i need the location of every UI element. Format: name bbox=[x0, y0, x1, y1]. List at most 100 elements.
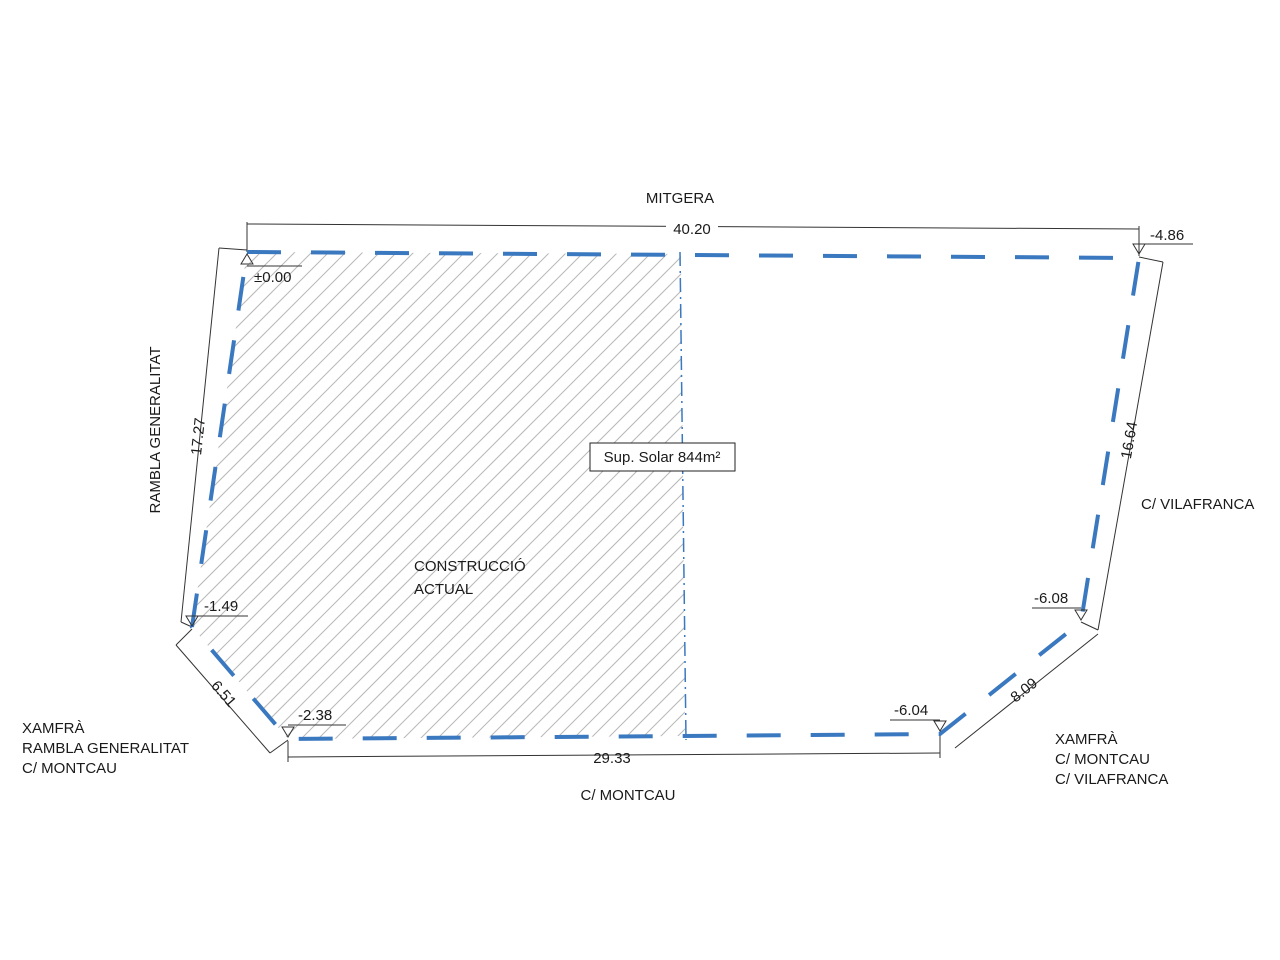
hatch-line bbox=[192, 252, 586, 739]
construction-label-line1: CONSTRUCCIÓ bbox=[414, 558, 526, 575]
hatch-line bbox=[192, 252, 620, 739]
hatch-line bbox=[602, 252, 685, 739]
hatch-line bbox=[398, 252, 685, 739]
hatch-line bbox=[192, 252, 212, 739]
hatch-line bbox=[739, 200, 1280, 760]
level-marker-triangle bbox=[933, 720, 947, 732]
hatch-line bbox=[347, 252, 685, 739]
hatch-line bbox=[211, 252, 685, 739]
dimension-chamfer-right: 8.09 bbox=[1007, 675, 1040, 706]
hatch-line bbox=[500, 252, 685, 739]
hatch-line bbox=[364, 252, 685, 739]
hatch-line bbox=[1164, 200, 1280, 760]
hatch-line bbox=[756, 200, 1280, 760]
hatch-line bbox=[192, 252, 450, 739]
hatch-line bbox=[0, 200, 160, 760]
hatch-line bbox=[192, 252, 637, 739]
hatch-line bbox=[483, 252, 685, 739]
hatch-line bbox=[192, 252, 654, 739]
hatch-line bbox=[192, 252, 416, 739]
dimension-line-chamfer-left bbox=[175, 644, 271, 754]
hatch-line bbox=[1232, 200, 1280, 760]
hatch-line bbox=[517, 252, 685, 739]
hatch-line bbox=[824, 200, 1280, 760]
hatch-line bbox=[192, 252, 433, 739]
hatch-line bbox=[875, 200, 1280, 760]
hatch-line bbox=[192, 252, 195, 739]
hatch-line bbox=[1028, 200, 1280, 760]
level-left-low: -1.49 bbox=[204, 598, 238, 615]
extension-line bbox=[1080, 621, 1099, 631]
level-marker-triangle bbox=[281, 726, 295, 738]
hatch-line bbox=[432, 252, 685, 739]
hatch-line bbox=[192, 252, 229, 739]
hatch-line bbox=[279, 252, 685, 739]
level-bottom-left: -2.38 bbox=[298, 707, 332, 724]
hatch-line bbox=[909, 200, 1280, 760]
hatch-line bbox=[192, 252, 399, 739]
hatch-line bbox=[192, 252, 685, 739]
hatch-line bbox=[960, 200, 1280, 760]
hatch-line bbox=[585, 252, 685, 739]
dimension-top: 40.20 bbox=[673, 221, 711, 238]
hatch-line bbox=[262, 252, 685, 739]
extension-line bbox=[269, 739, 289, 754]
hatch-line bbox=[653, 252, 685, 739]
dimension-chamfer-left: 6.51 bbox=[207, 677, 239, 710]
street-label-bottom: C/ MONTCAU bbox=[581, 787, 676, 804]
hatch-line bbox=[1266, 200, 1280, 760]
hatch-line bbox=[636, 252, 685, 739]
level-top-right: -4.86 bbox=[1150, 227, 1184, 244]
hatch-line bbox=[192, 252, 467, 739]
dimension-right: 16.64 bbox=[1118, 420, 1141, 460]
existing-construction-hatch bbox=[0, 200, 1280, 760]
construction-label-line2: ACTUAL bbox=[414, 581, 473, 598]
hatch-line bbox=[192, 252, 671, 739]
hatch-line bbox=[994, 200, 1280, 760]
hatch-line bbox=[892, 200, 1280, 760]
dimension-left: 17.27 bbox=[188, 417, 209, 456]
hatch-line bbox=[192, 252, 263, 739]
level-markers bbox=[185, 243, 1193, 738]
hatch-line bbox=[1147, 200, 1280, 760]
hatch-line bbox=[943, 200, 1280, 760]
construction-axis-line bbox=[679, 251, 687, 741]
level-right-low: -6.08 bbox=[1034, 590, 1068, 607]
hatch-line bbox=[192, 252, 518, 739]
hatch-line bbox=[466, 252, 685, 739]
hatch-line bbox=[1113, 200, 1280, 760]
hatch-line bbox=[1096, 200, 1280, 760]
level-marker-triangle bbox=[240, 253, 254, 265]
hatch-line bbox=[245, 252, 685, 739]
hatch-line bbox=[551, 252, 685, 739]
hatch-line bbox=[194, 252, 685, 739]
hatch-line bbox=[330, 252, 685, 739]
hatch-line bbox=[192, 252, 569, 739]
level-marker-triangle bbox=[1074, 609, 1088, 621]
corner-label-left-line2: RAMBLA GENERALITAT bbox=[22, 740, 189, 757]
hatch-line bbox=[858, 200, 1280, 760]
hatch-line bbox=[534, 252, 685, 739]
street-label-right: C/ VILAFRANCA bbox=[1141, 496, 1254, 513]
hatch-line bbox=[192, 252, 246, 739]
dimension-text-bg bbox=[666, 219, 718, 235]
level-top-left: ±0.00 bbox=[254, 269, 291, 286]
hatch-line bbox=[192, 252, 685, 739]
hatch-line bbox=[192, 252, 685, 739]
hatch-line bbox=[773, 200, 1280, 760]
hatch-line bbox=[1181, 200, 1280, 760]
hatch-line bbox=[1198, 200, 1280, 760]
hatch-line bbox=[1062, 200, 1280, 760]
corner-label-right-line2: C/ MONTCAU bbox=[1055, 751, 1150, 768]
dimension-lines bbox=[175, 222, 1164, 762]
dimension-line-right bbox=[1097, 261, 1164, 631]
hatch-line bbox=[313, 252, 685, 739]
dimension-bottom: 29.33 bbox=[593, 750, 631, 767]
level-bottom-right: -6.04 bbox=[894, 702, 928, 719]
hatch-line bbox=[415, 252, 685, 739]
hatch-line bbox=[192, 252, 603, 739]
hatch-line bbox=[619, 252, 685, 739]
area-label: Sup. Solar 844m² bbox=[604, 449, 721, 466]
dimension-line-left bbox=[180, 247, 220, 623]
